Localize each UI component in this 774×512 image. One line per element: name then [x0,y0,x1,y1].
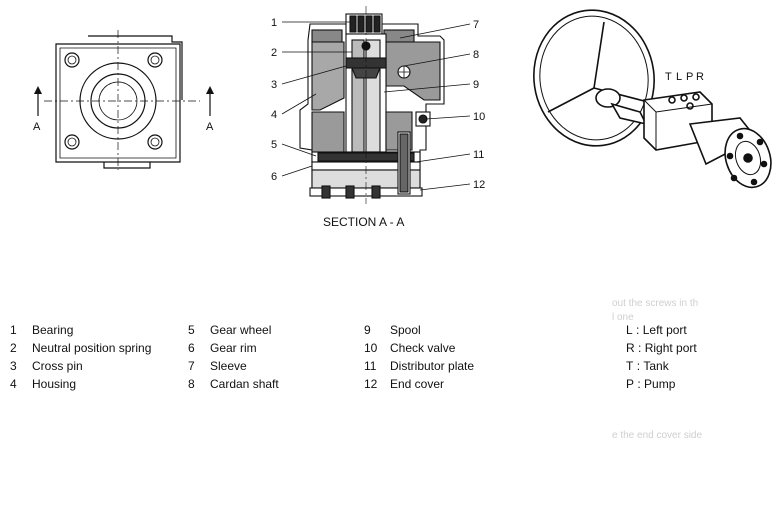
port-row: R : Right port [626,341,697,355]
background-text-3: e the end cover side [612,430,703,441]
background-text-2: l one [612,312,634,323]
section-caption: SECTION A - A [323,215,404,229]
ports-column: L : Left port R : Right port T : Tank P … [626,321,697,393]
callout-7: 7 [473,19,479,31]
diagram-figure: A A [33,6,772,229]
section-arrow-right [206,86,214,116]
background-text-1: out the screws in th [612,298,699,309]
section-arrow-left [34,86,42,116]
callout-9: 9 [473,79,479,91]
section-marker-right: A [206,121,214,133]
port-row: T : Tank [626,359,669,373]
steering-unit-illustration [533,9,772,189]
port-letter-r: R [696,71,704,83]
callout-11: 11 [473,149,484,161]
callout-1: 1 [271,17,277,29]
callout-8: 8 [473,49,479,61]
section-view-drawing [299,6,445,204]
callout-leaders [281,21,471,191]
callout-10: 10 [473,111,485,123]
callout-4: 4 [271,109,277,121]
port-letter-labels: T L P R [665,71,704,83]
callout-3: 3 [271,79,277,91]
port-row: L : Left port [626,323,687,337]
port-letter-p: P [686,71,693,83]
end-view-drawing [44,30,200,170]
callout-numbers: 1 2 3 4 5 6 7 8 9 10 11 12 [271,17,485,191]
port-row: P : Pump [626,377,676,391]
callout-2: 2 [271,47,277,59]
port-letter-l: L [676,71,682,83]
callout-5: 5 [271,139,277,151]
callout-6: 6 [271,171,277,183]
port-letter-t: T [665,71,672,83]
callout-12: 12 [473,179,485,191]
section-marker-left: A [33,121,41,133]
